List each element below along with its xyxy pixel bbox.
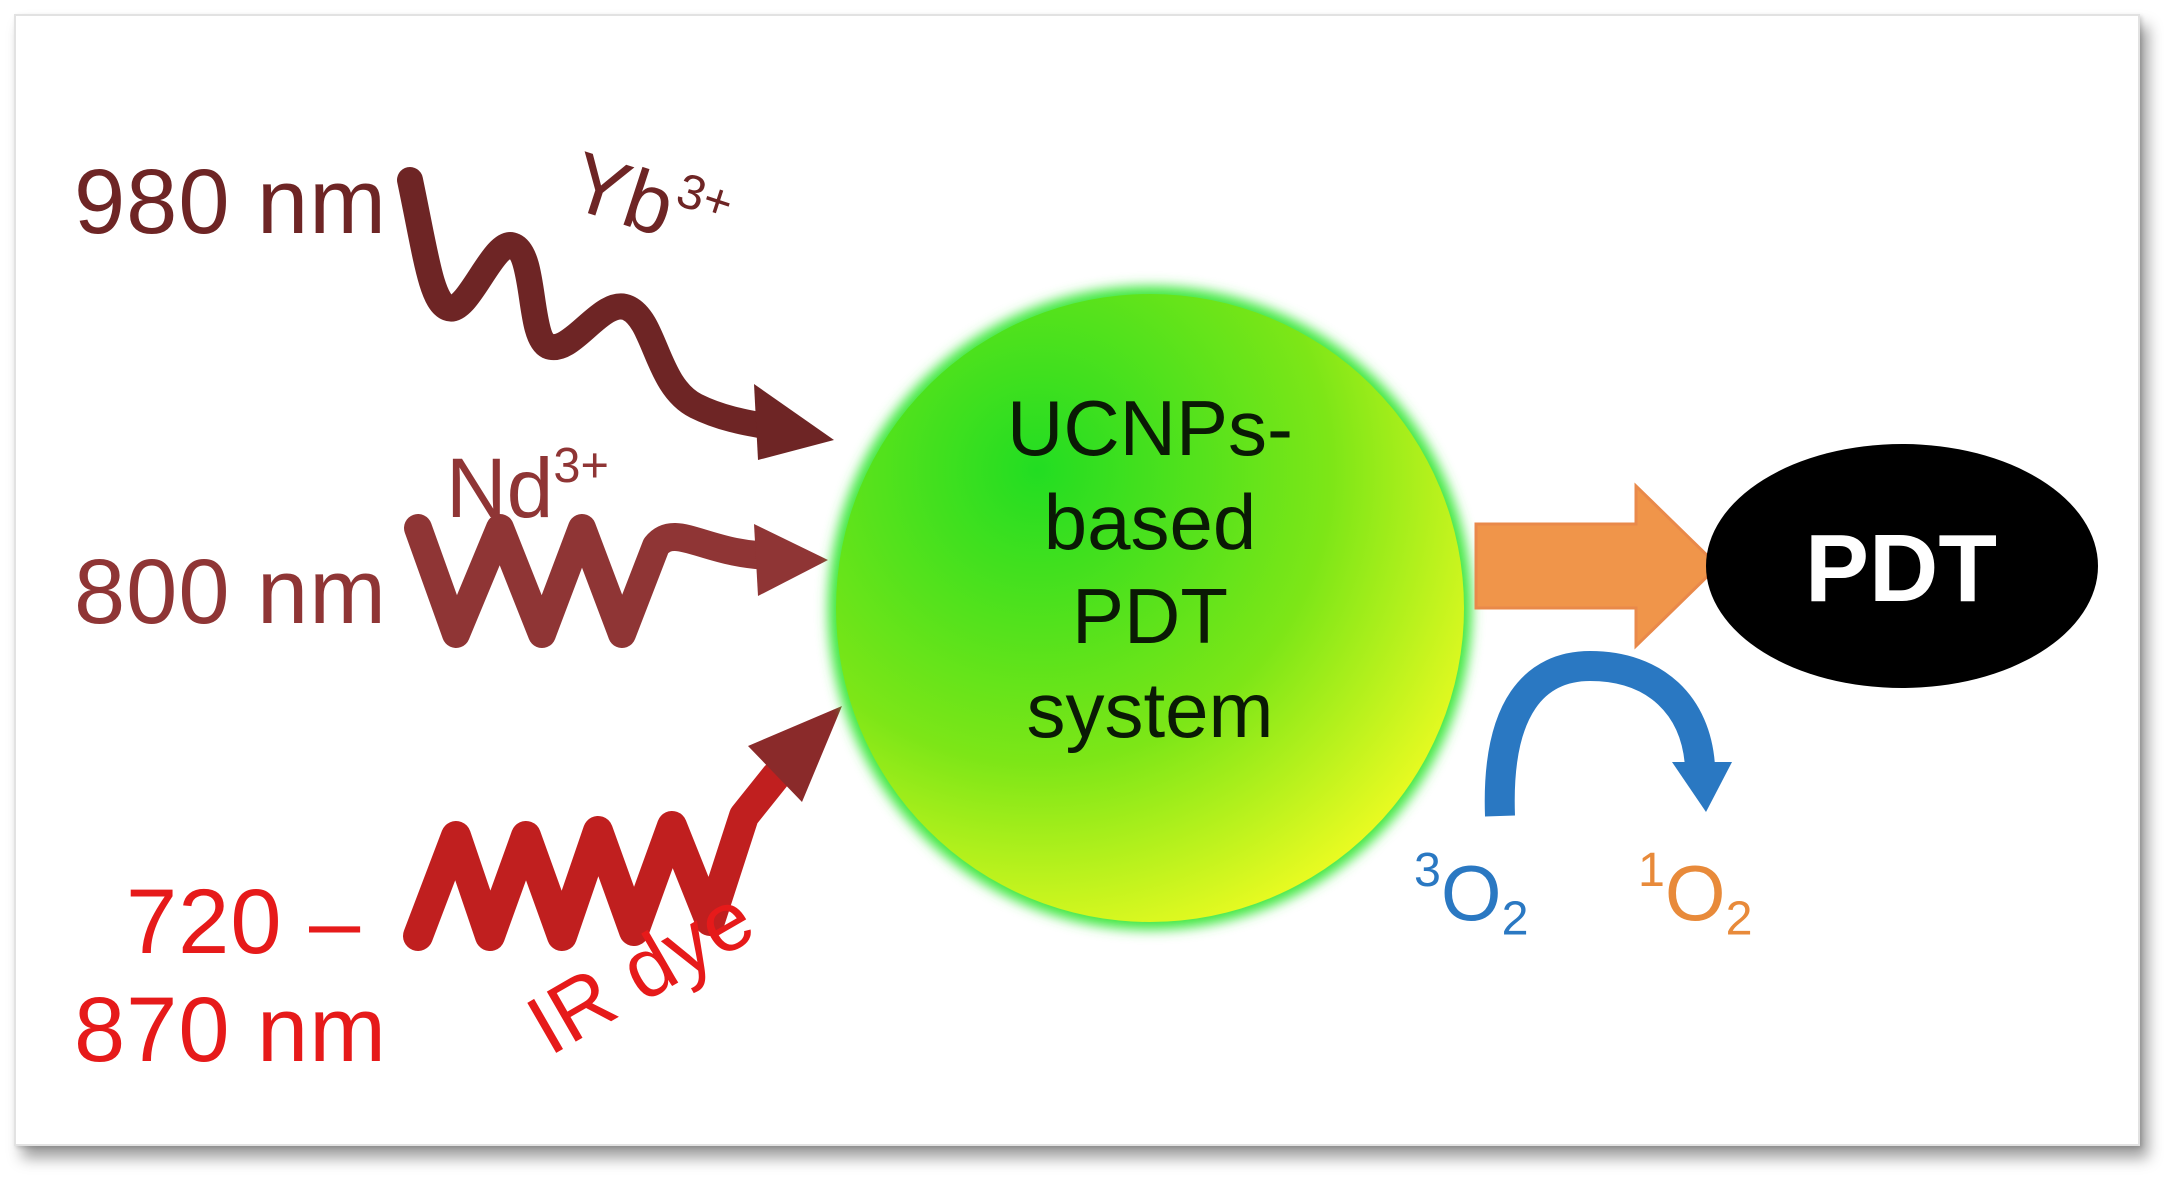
ucnp-system-line-4: system bbox=[1026, 666, 1274, 754]
oxygen-conversion-arc bbox=[1484, 650, 1715, 817]
singlet-oxygen-label: 1O2 bbox=[1638, 846, 1752, 943]
pdt-label: PDT bbox=[1805, 515, 1997, 622]
arrowhead-720-870nm bbox=[748, 706, 842, 802]
ucnp-system-line-2: based bbox=[1043, 478, 1257, 566]
sensitizer-nd-symbol: Nd bbox=[446, 441, 554, 535]
triplet-oxygen-symbol: O bbox=[1440, 849, 1502, 937]
arrowhead-800nm bbox=[754, 524, 828, 596]
wavelength-720-label: 720 – bbox=[126, 871, 362, 973]
ucnp-system-label: UCNPs- based PDT system bbox=[870, 381, 1430, 757]
output-arrow bbox=[1474, 482, 1721, 650]
wave-720-870nm bbox=[403, 761, 791, 951]
singlet-oxygen-subscript: 2 bbox=[1725, 891, 1753, 946]
sensitizer-nd-label: Nd3+ bbox=[446, 442, 609, 530]
diagram-canvas bbox=[397, 167, 2098, 951]
triplet-oxygen-label: 3O2 bbox=[1414, 846, 1528, 943]
arrowhead-980nm bbox=[754, 384, 834, 460]
singlet-oxygen-multiplicity: 1 bbox=[1638, 843, 1665, 898]
triplet-oxygen-subscript: 2 bbox=[1501, 891, 1529, 946]
singlet-oxygen-symbol: O bbox=[1664, 849, 1726, 937]
ucnp-system-line-1: UCNPs- bbox=[1007, 384, 1293, 472]
wave-800nm bbox=[404, 514, 790, 648]
pdt-ellipse bbox=[1706, 444, 2098, 688]
ucnp-sphere bbox=[836, 294, 1464, 922]
wavelength-980nm-label: 980 nm bbox=[74, 151, 387, 253]
triplet-oxygen-multiplicity: 3 bbox=[1414, 843, 1441, 898]
wave-980nm bbox=[397, 167, 799, 443]
figure-panel: 980 nm Yb3+ 800 nm Nd3+ 720 – 870 nm IR … bbox=[14, 14, 2140, 1146]
sensitizer-nd-charge: 3+ bbox=[553, 438, 609, 493]
ucnp-system-line-3: PDT bbox=[1072, 572, 1228, 660]
oxygen-conversion-arrowhead bbox=[1672, 762, 1732, 812]
wavelength-800nm-label: 800 nm bbox=[74, 541, 387, 643]
wavelength-870nm-label: 870 nm bbox=[74, 979, 387, 1081]
